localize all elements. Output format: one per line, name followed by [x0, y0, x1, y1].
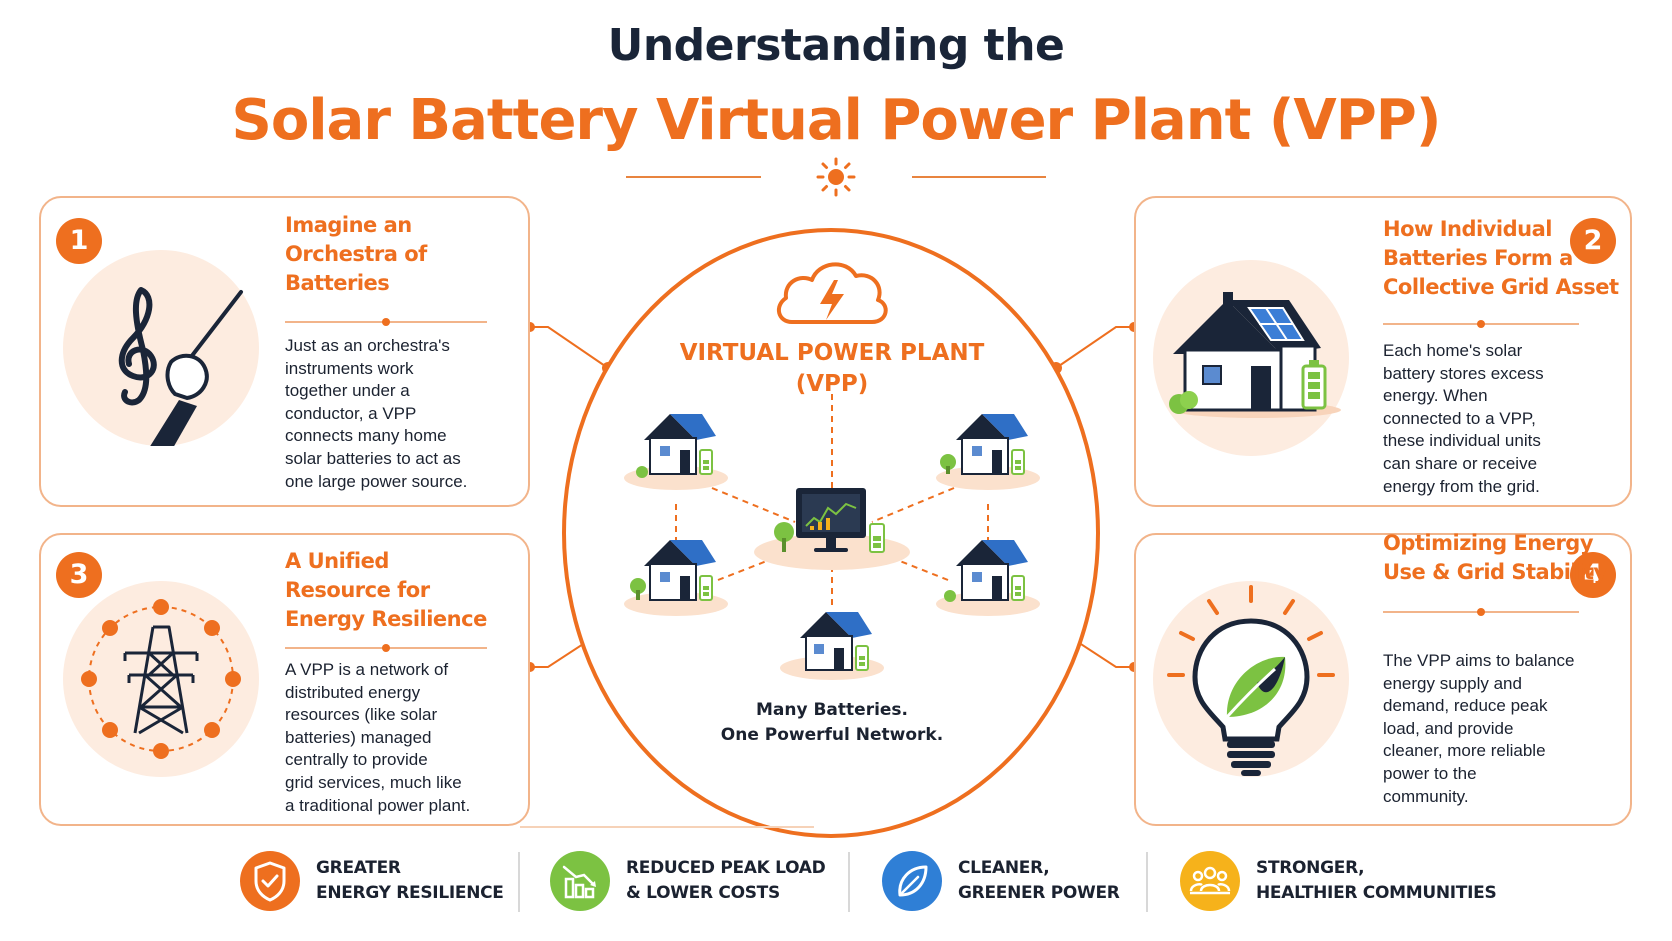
leaf-icon — [898, 865, 928, 897]
mini-house-mid-right — [936, 540, 1040, 616]
card-divider — [1383, 320, 1579, 328]
cloud-lightning-icon — [776, 262, 888, 324]
mini-house-top-left — [624, 414, 728, 490]
card-divider — [285, 644, 487, 652]
vpp-caption: Many Batteries.One Powerful Network. — [720, 700, 944, 745]
card-divider — [1383, 608, 1579, 616]
vpp-title: VIRTUAL POWER PLANT(VPP) — [679, 340, 985, 397]
house-icon-circle — [1153, 260, 1349, 456]
lightbulb-leaf-icon — [1167, 585, 1335, 776]
sun-icon — [816, 157, 856, 197]
benefit-label: REDUCED PEAK LOAD& LOWER COSTS — [626, 858, 826, 903]
orchestra-icon-circle — [63, 250, 259, 446]
benefit-separator — [848, 852, 850, 912]
title-line-1: Understanding the — [607, 20, 1065, 71]
central-monitor-icon — [774, 488, 885, 553]
mini-house-bottom — [780, 612, 884, 680]
benefit-separator — [518, 852, 520, 912]
treble-clef-conductor-hand-icon — [118, 287, 243, 446]
transmission-tower-icon — [81, 599, 241, 759]
benefit-separator — [1146, 852, 1148, 912]
step-number-badge: 3 — [56, 552, 102, 598]
declining-bars-icon — [562, 865, 596, 899]
benefit-icon-badge — [550, 851, 610, 911]
step-number-badge: 2 — [1570, 218, 1616, 264]
card-divider — [285, 318, 487, 326]
step-number-badge: 4 — [1570, 552, 1616, 598]
mini-house-top-right — [936, 414, 1040, 490]
step-number-badge: 1 — [56, 218, 102, 264]
solar-house-battery-icon — [1169, 292, 1341, 418]
benefit-label: STRONGER,HEALTHIER COMMUNITIES — [1256, 858, 1497, 903]
benefit-icon-badge — [1180, 851, 1240, 911]
benefit-icon-badge — [882, 851, 942, 911]
title-line-2: Solar Battery Virtual Power Plant (VPP) — [231, 88, 1442, 153]
benefit-label: CLEANER,GREENER POWER — [958, 858, 1120, 903]
tower-icon-circle — [63, 581, 259, 777]
bottom-divider — [520, 826, 814, 828]
mini-house-mid-left — [624, 540, 728, 616]
community-people-icon — [1189, 866, 1231, 895]
title-rule-right — [912, 176, 1046, 178]
title-rule-left — [626, 176, 761, 178]
shield-check-icon — [254, 861, 286, 902]
lightbulb-icon-circle — [1153, 581, 1349, 777]
benefit-icon-badge — [240, 851, 300, 911]
